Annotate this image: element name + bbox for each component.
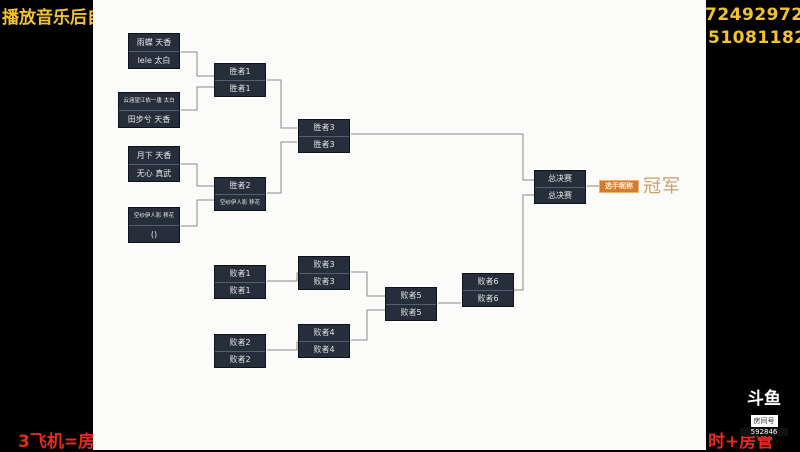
slot-label: 胜者3 (313, 123, 335, 132)
douyu-logo: 斗鱼 (747, 389, 781, 409)
room-label: 房间号 (750, 415, 778, 427)
round1-match-4: 空纱伊人影 移花 () (128, 207, 180, 243)
round1-match-2: 云涵望江依一唐 太白 田步兮 天香 (118, 92, 180, 128)
player-slot: 空纱伊人影 移花 (133, 213, 175, 219)
slot-label: 胜者2 (229, 181, 251, 190)
winners-round2-match-2: 胜者2 空纱伊人影 移花 (214, 177, 266, 211)
slot-label: 总决赛 (548, 174, 572, 183)
grand-final-match: 总决赛 总决赛 (534, 170, 586, 204)
overlay-text-top-right-2: 51081182 (708, 28, 800, 48)
player-slot: () (129, 225, 179, 242)
losers-round4-match: 败者6 败者6 (462, 273, 514, 307)
slot-label: 败者5 (400, 291, 422, 300)
slot-label: 败者6 (463, 290, 513, 306)
slot-label: 败者4 (313, 328, 335, 337)
losers-round1-match-1: 败者1 败者1 (214, 265, 266, 299)
slot-label: 败者5 (386, 304, 436, 320)
slot-label: 总决赛 (535, 187, 585, 203)
slot-label: 败者1 (229, 269, 251, 278)
losers-round1-match-2: 败者2 败者2 (214, 334, 266, 368)
slot-label: 败者1 (215, 282, 265, 298)
slot-label: 胜者3 (299, 136, 349, 152)
round1-match-3: 月下 天香 无心 真武 (128, 146, 180, 182)
player-slot: lele 太白 (129, 51, 179, 68)
losers-round2-match-1: 败者3 败者3 (298, 256, 350, 290)
overlay-text-top-left: 播放音乐后自 (2, 8, 104, 28)
bracket-connector-lines (181, 51, 599, 351)
champion-label: 冠军 (643, 176, 681, 197)
douyu-watermark: 斗鱼 房间号 592846 (740, 390, 788, 440)
player-slot: 无心 真武 (129, 164, 179, 181)
player-slot: 田步兮 天香 (119, 110, 179, 127)
winners-round2-match-1: 胜者1 胜者1 (214, 63, 266, 97)
player-slot: 月下 天香 (136, 151, 172, 160)
slot-label: 胜者1 (215, 80, 265, 96)
room-number: 592846 (740, 428, 788, 436)
slot-label: 空纱伊人影 移花 (215, 194, 265, 210)
winners-round3-match: 胜者3 胜者3 (298, 119, 350, 153)
player-slot: 云涵望江依一唐 太白 (123, 98, 175, 104)
slot-label: 败者2 (229, 338, 251, 347)
losers-round3-match: 败者5 败者5 (385, 287, 437, 321)
bracket-canvas: 雨蝶 天香 lele 太白 云涵望江依一唐 太白 田步兮 天香 月下 天香 无心… (93, 0, 706, 450)
slot-label: 败者2 (215, 351, 265, 367)
losers-round2-match-2: 败者4 败者4 (298, 324, 350, 358)
overlay-text-bottom-right: 时+房管 (708, 432, 774, 452)
slot-label: 败者4 (299, 341, 349, 357)
slot-label: 败者3 (313, 260, 335, 269)
round1-match-1: 雨蝶 天香 lele 太白 (128, 33, 180, 69)
slot-label: 胜者1 (229, 67, 251, 76)
overlay-text-bottom-left: 3飞机=房 (18, 432, 96, 452)
slot-label: 败者3 (299, 273, 349, 289)
overlay-text-top-right-1: 72492972 (705, 5, 800, 25)
player-slot: 雨蝶 天香 (136, 38, 172, 47)
slot-label: 败者6 (477, 277, 499, 286)
champion-name-tag: 选手昵称 (599, 180, 639, 193)
